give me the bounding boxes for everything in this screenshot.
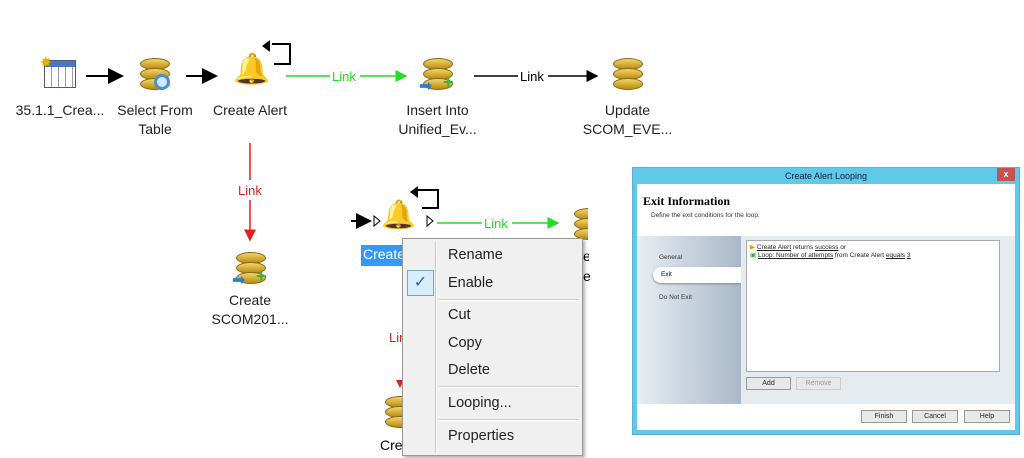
node-label[interactable]: 35.1.1_Crea... xyxy=(15,102,105,118)
partial-node-label: Cre xyxy=(380,437,402,453)
node-label[interactable]: Create Alert xyxy=(213,102,287,118)
node-label[interactable]: Select From Table xyxy=(117,102,193,137)
partial-node-label: er xyxy=(583,248,589,264)
menu-item-cut[interactable]: Cut xyxy=(448,307,471,323)
node-label[interactable]: Create SCOM201... xyxy=(211,292,289,327)
nav-general[interactable]: General xyxy=(659,254,683,261)
calendar-icon xyxy=(44,60,76,88)
database-insert-icon[interactable]: ➡+ xyxy=(232,252,267,289)
menu-item-looping[interactable]: Looping... xyxy=(448,395,512,411)
workflow-node-start[interactable]: ✸ xyxy=(40,54,78,90)
condition-row[interactable]: ▣ Loop: Number of attempts from Create A… xyxy=(750,252,911,259)
nav-exit[interactable]: Exit xyxy=(653,267,743,283)
dialog-subheading: Define the exit conditions for the loop. xyxy=(651,212,760,219)
database-insert-icon[interactable] xyxy=(385,396,402,430)
node-label[interactable]: Insert Into Unified_Ev... xyxy=(398,102,477,137)
menu-item-copy[interactable]: Copy xyxy=(448,335,482,351)
dialog-heading: Exit Information xyxy=(643,194,730,208)
help-button[interactable]: Help xyxy=(964,410,1010,423)
partial-node-label: e xyxy=(583,268,591,284)
link-label[interactable]: Link xyxy=(520,69,544,84)
database-query-icon[interactable] xyxy=(140,58,170,92)
nav-do-not-exit[interactable]: Do Not Exit xyxy=(659,294,692,301)
alert-bell-icon[interactable]: 🔔 xyxy=(233,53,271,86)
alert-icon: ▶ xyxy=(750,244,755,251)
add-button[interactable]: Add xyxy=(746,377,791,390)
failure-link-label[interactable]: Lin xyxy=(389,330,402,345)
node-label[interactable]: Update SCOM_EVE... xyxy=(582,102,673,137)
menu-item-properties[interactable]: Properties xyxy=(448,428,515,444)
finish-button[interactable]: Finish xyxy=(861,410,907,423)
close-button[interactable]: x xyxy=(997,168,1015,181)
cancel-button[interactable]: Cancel xyxy=(912,410,958,423)
database-insert-icon[interactable] xyxy=(574,208,588,242)
menu-item-rename[interactable]: Rename xyxy=(448,247,503,263)
database-insert-icon[interactable]: ➡+ xyxy=(419,58,454,95)
dialog-title: Create Alert Looping xyxy=(784,171,868,181)
failure-link-label[interactable]: Link xyxy=(238,183,262,198)
menu-item-enable[interactable]: Enable xyxy=(448,275,494,291)
menu-item-delete[interactable]: Delete xyxy=(448,362,490,378)
nav-pane: General Exit Do Not Exit xyxy=(637,236,743,404)
checkmark-icon: ✓ xyxy=(407,270,434,296)
looping-dialog: Create Alert Looping x Exit Information … xyxy=(632,167,1020,435)
remove-button[interactable]: Remove xyxy=(796,377,841,390)
alert-bell-icon[interactable]: 🔔 xyxy=(381,199,416,230)
success-link-label[interactable]: Link xyxy=(484,216,508,231)
conditions-list: ▶ Create Alert returns success or ▣ Loop… xyxy=(746,240,1000,372)
database-icon[interactable] xyxy=(613,58,643,92)
context-menu: ✓ Rename Enable Cut Copy Delete Looping.… xyxy=(402,238,583,456)
condition-row[interactable]: ▶ Create Alert returns success or xyxy=(750,244,847,251)
selected-node-label[interactable]: Create xyxy=(361,245,405,266)
loop-icon: ▣ xyxy=(750,252,757,259)
success-link-label[interactable]: Link xyxy=(332,69,356,84)
